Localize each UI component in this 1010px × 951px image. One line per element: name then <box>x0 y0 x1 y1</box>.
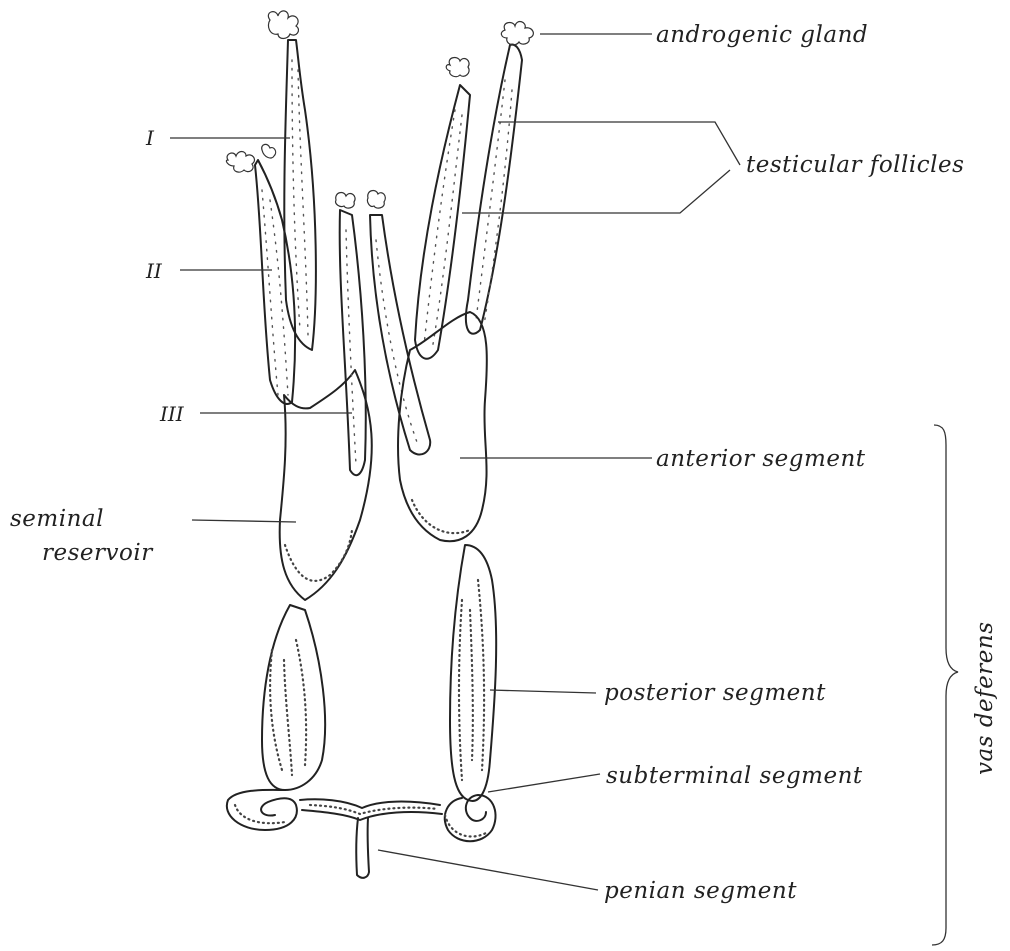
label-follicle-I: I <box>145 126 155 150</box>
labels: androgenic gland testicular follicles I … <box>10 22 998 904</box>
left-follicle-III <box>340 210 366 475</box>
left-androgenic-gland-1 <box>268 11 298 39</box>
right-subterminal-coil <box>445 795 496 841</box>
right-follicle-III <box>370 215 430 455</box>
label-seminal-reservoir-line1: seminal <box>10 506 104 532</box>
left-organ-drawing <box>226 11 371 830</box>
label-vas-deferens: vas deferens <box>972 621 998 775</box>
label-penian-segment: penian segment <box>604 878 797 904</box>
label-posterior-segment: posterior segment <box>604 680 826 706</box>
right-follicle-outer <box>466 45 522 334</box>
label-follicle-III: III <box>159 402 185 426</box>
right-posterior-segment <box>450 545 496 801</box>
left-androgenic-gland-2 <box>226 152 254 173</box>
penian-segment-drawing <box>300 799 442 878</box>
vas-deferens-bracket <box>932 425 958 945</box>
left-follicle-II <box>255 160 295 404</box>
right-androgenic-gland-1 <box>501 22 533 45</box>
right-androgenic-gland-2 <box>446 58 469 77</box>
label-testicular-follicles: testicular follicles <box>746 152 964 178</box>
right-anterior-segment <box>398 312 487 541</box>
label-androgenic-gland: androgenic gland <box>656 22 868 48</box>
label-anterior-segment: anterior segment <box>656 446 866 472</box>
label-subterminal-segment: subterminal segment <box>606 763 863 789</box>
penian-tube <box>356 818 369 878</box>
left-posterior-segment <box>262 605 325 790</box>
label-follicle-II: II <box>145 259 163 283</box>
label-seminal-reservoir-line2: reservoir <box>42 540 154 566</box>
right-organ-drawing <box>367 22 533 842</box>
left-follicle-I <box>284 40 316 350</box>
right-follicle-inner <box>415 85 470 359</box>
left-seminal-reservoir <box>280 370 372 600</box>
